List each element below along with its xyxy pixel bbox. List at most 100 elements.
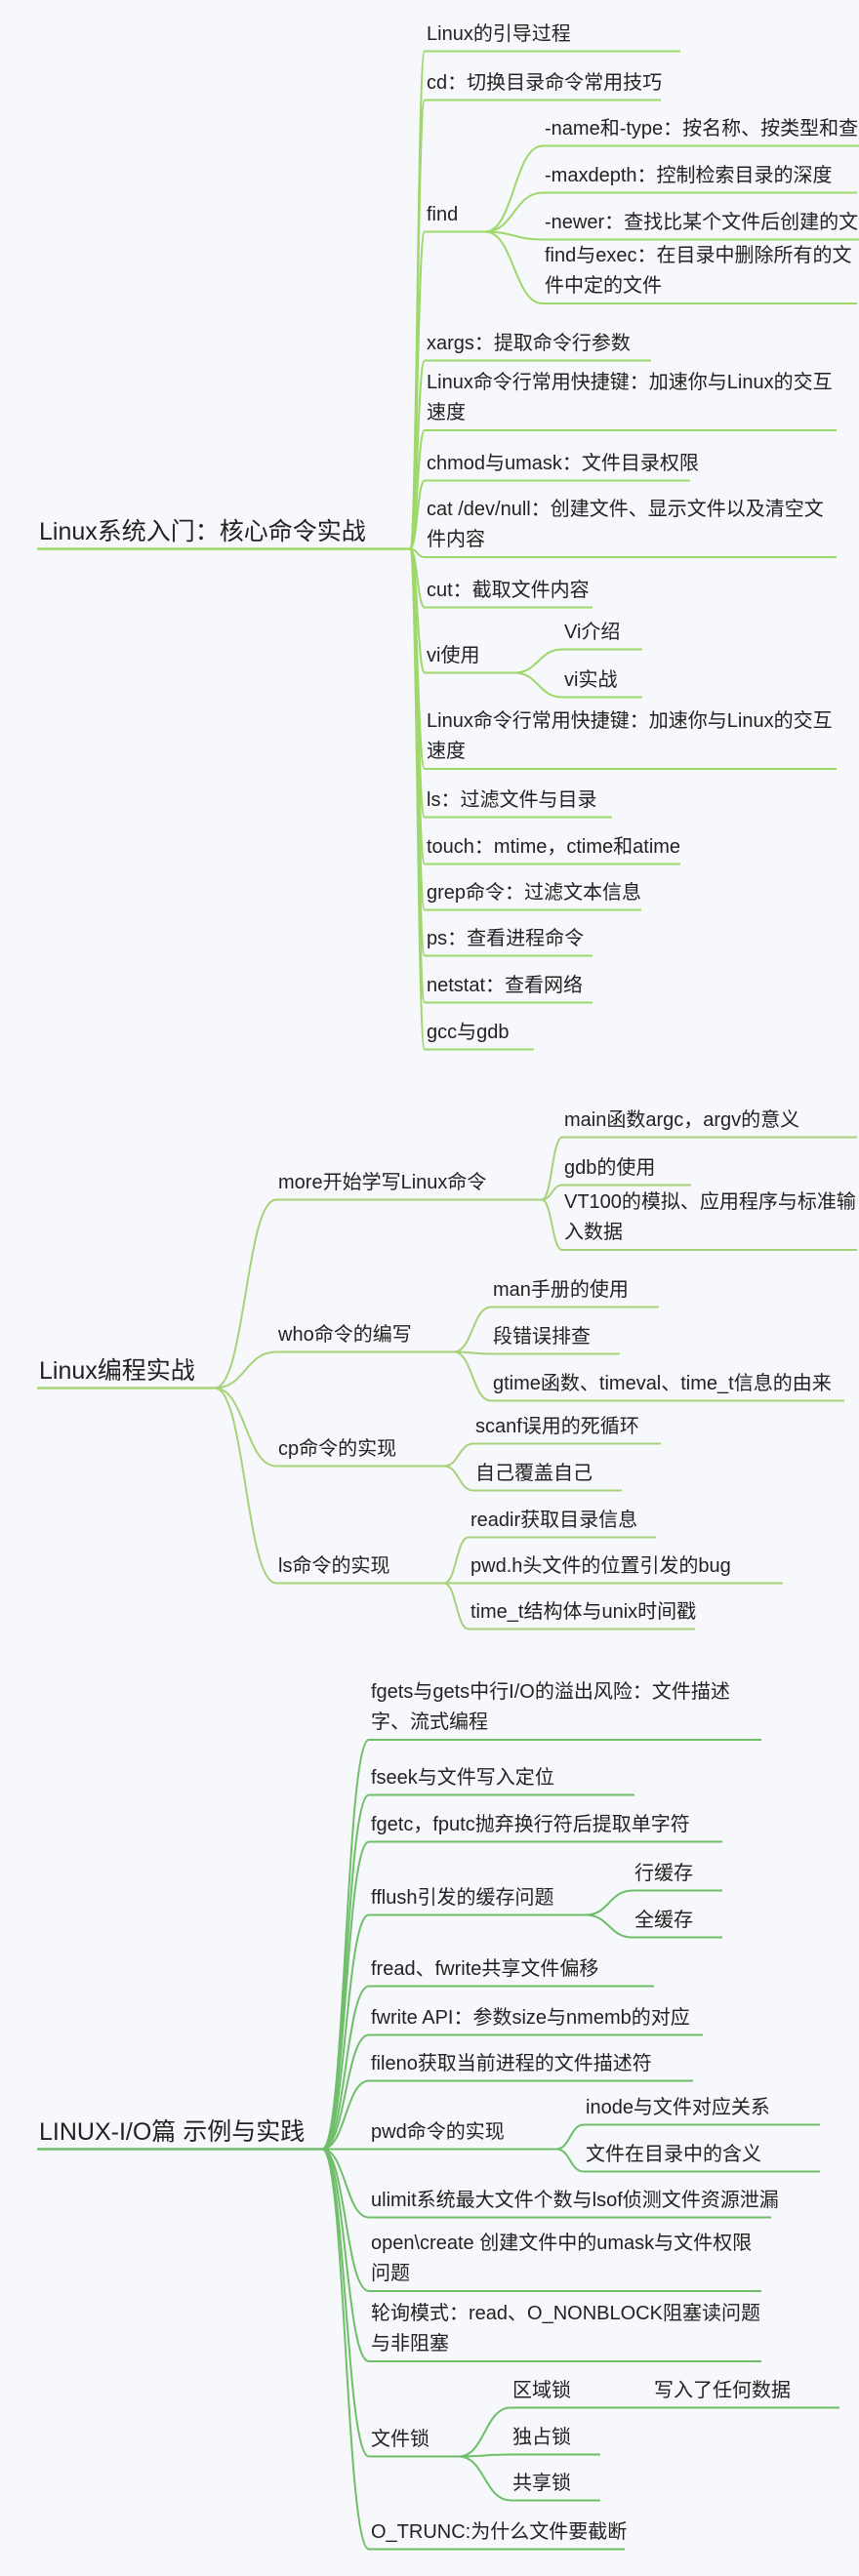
branch-connector [453,1350,492,1402]
branch-connector [214,1350,277,1389]
branch-connector [409,547,426,1051]
branch-connector [443,1465,474,1492]
subtopic-node[interactable]: inode与文件对应关系 [586,2096,770,2118]
subtopic-node[interactable]: 独占锁 [512,2426,571,2448]
branch-connector [458,2455,511,2502]
subtopic-node[interactable]: 行缓存 [634,1862,693,1884]
branch-connector [555,2148,585,2173]
subtopic-node[interactable]: 区域锁 [512,2379,571,2401]
branch-connector [585,1889,634,1916]
root-topic[interactable]: Linux编程实战 [39,1356,195,1385]
subtopic-node[interactable]: gdb的使用 [564,1156,656,1179]
subtopic-node[interactable]: 段错误排查 [493,1325,591,1348]
subtopic-node[interactable]: find与exec：在目录中删除所有的文件中定的文件 [545,245,852,297]
subtopic-node[interactable]: -name和-type：按名称、按类型和查找 [545,117,859,140]
topic-node[interactable]: cat /dev/null：创建文件、显示文件以及清空文件内容 [427,499,824,550]
topic-node[interactable]: fileno获取当前进程的文件描述符 [371,2052,652,2074]
topic-node[interactable]: netstat：查看网络 [427,974,584,996]
branch-connector [321,2148,370,2362]
subtopic-node[interactable]: vi实战 [564,668,618,691]
topic-node[interactable]: Linux命令行常用快捷键：加速你与Linux的交互速度 [427,710,833,762]
branch-connector [585,1913,634,1939]
subtopic-node[interactable]: -maxdepth：控制检索目录的深度 [545,164,833,186]
branch-connector [484,230,544,241]
subtopic-node[interactable]: 全缓存 [634,1909,693,1931]
branch-connector [214,1387,277,1585]
topic-node[interactable]: fgetc，fputc抛弃换行符后提取单字符 [371,1813,690,1835]
branch-connector [484,191,544,233]
topic-node[interactable]: 轮询模式：read、O_NONBLOCK阻塞读问题与非阻塞 [371,2303,760,2355]
topic-node[interactable]: cp命令的实现 [278,1437,397,1460]
branch-connector [541,1136,563,1201]
topic-node[interactable]: Linux命令行常用快捷键：加速你与Linux的交互速度 [427,372,833,423]
topic-node[interactable]: ulimit系统最大文件个数与lsof侦测文件资源泄漏 [371,2189,779,2211]
branch-connector [321,2148,370,2551]
subtopic-node[interactable]: man手册的使用 [493,1278,629,1301]
topic-node[interactable]: 文件锁 [371,2428,430,2450]
root-topic[interactable]: Linux系统入门：核心命令实战 [39,517,366,545]
topic-node[interactable]: who命令的编写 [278,1323,412,1346]
branch-connector [214,1387,277,1468]
subtopic-node[interactable]: 写入了任何数据 [654,2379,791,2401]
branch-connector [321,1840,370,2151]
topic-node[interactable]: ps：查看进程命令 [427,927,585,949]
branch-connector [458,2406,511,2458]
subtopic-node[interactable]: VT100的模拟、应用程序与标准输入数据 [564,1191,856,1243]
branch-connector [513,671,563,699]
branch-connector [541,1198,563,1251]
subtopic-node[interactable]: gtime函数、timeval、time_t信息的由来 [493,1372,832,1394]
subtopic-node[interactable]: 文件在目录中的含义 [586,2143,761,2165]
branch-connector [443,1442,474,1468]
subtopic-node[interactable]: scanf误用的死循环 [475,1415,639,1437]
subtopic-node[interactable]: readir获取目录信息 [470,1509,638,1531]
topic-node[interactable]: xargs：提取命令行参数 [427,332,631,354]
topic-node[interactable]: fflush引发的缓存问题 [371,1886,554,1909]
branch-connector [555,2123,585,2151]
topic-node[interactable]: chmod与umask：文件目录权限 [427,452,699,474]
topic-node[interactable]: ls：过滤文件与目录 [427,788,597,811]
branch-connector [541,1184,563,1201]
subtopic-node[interactable]: Vi介绍 [564,621,621,643]
subtopic-node[interactable]: time_t结构体与unix时间戳 [470,1600,697,1623]
branch-connector [321,2079,370,2151]
topic-node[interactable]: fwrite API：参数size与nmemb的对应 [371,2006,690,2029]
topic-node[interactable]: ls命令的实现 [278,1554,390,1577]
topic-node[interactable]: touch：mtime，ctime和atime [427,835,681,858]
topic-node[interactable]: fread、fwrite共享文件偏移 [371,1957,599,1980]
branch-connector [321,2033,370,2151]
branch-connector [321,2148,370,2292]
branch-connector [321,1985,370,2151]
subtopic-node[interactable]: 共享锁 [512,2472,571,2494]
branch-connector [321,2148,370,2458]
topic-node[interactable]: open\create 创建文件中的umask与文件权限问题 [371,2233,753,2284]
branch-connector [214,1198,277,1389]
branch-connector [484,230,544,304]
topic-node[interactable]: grep命令：过滤文本信息 [427,881,642,904]
topic-node[interactable]: Linux的引导过程 [427,22,571,45]
topic-node[interactable]: cut：截取文件内容 [427,579,590,601]
subtopic-node[interactable]: -newer：查找比某个文件后创建的文件 [545,211,859,233]
topic-node[interactable]: O_TRUNC:为什么文件要截断 [371,2520,628,2543]
subtopic-node[interactable]: main函数argc，argv的意义 [564,1108,800,1131]
root-topic[interactable]: LINUX-I/O篇 示例与实践 [39,2117,306,2146]
topic-node[interactable]: gcc与gdb [427,1021,510,1043]
branch-connector [443,1536,470,1585]
branch-connector [321,2148,370,2219]
branch-connector [443,1582,470,1630]
branch-connector [453,1306,492,1353]
topic-node[interactable]: pwd命令的实现 [371,2120,505,2143]
branch-connector [321,1913,370,2151]
branch-connector [484,144,544,233]
branch-connector [409,479,426,550]
topic-node[interactable]: vi使用 [427,644,480,666]
subtopic-node[interactable]: 自己覆盖自己 [475,1462,593,1484]
topic-node[interactable]: cd：切换目录命令常用技巧 [427,71,663,94]
topic-node[interactable]: fgets与gets中行I/O的溢出风险：文件描述字、流式编程 [371,1681,730,1733]
branch-connector [513,648,563,674]
topic-node[interactable]: fseek与文件写入定位 [371,1766,554,1789]
topic-node[interactable]: more开始学写Linux命令 [278,1171,487,1193]
subtopic-node[interactable]: pwd.h头文件的位置引发的bug [470,1554,731,1577]
topic-node[interactable]: find [427,203,459,225]
